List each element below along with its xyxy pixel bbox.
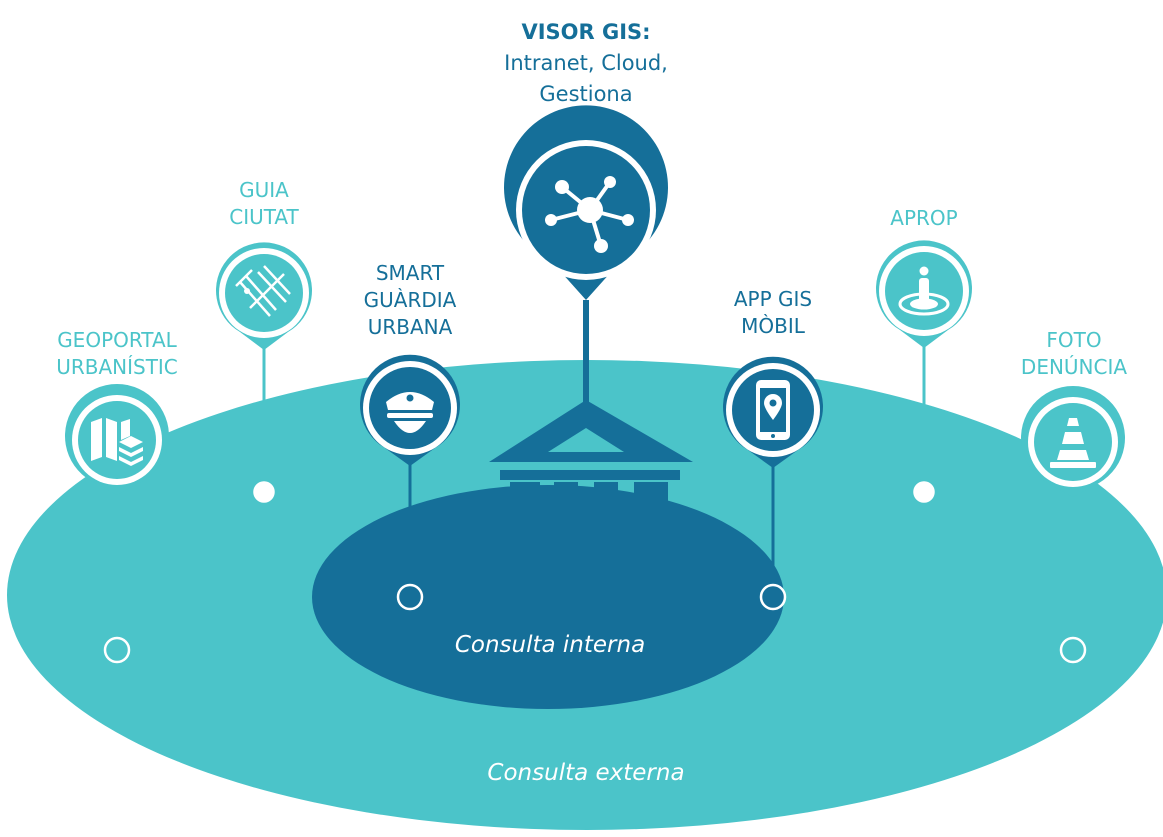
geoportal-label-line-1: GEOPORTAL [57,328,177,352]
guia-label: GUIA CIUTAT [200,177,328,231]
pin-guia[interactable] [216,242,312,506]
center-label-line-1: VISOR GIS: [521,20,651,44]
foto-label-line-1: FOTO [1046,328,1102,352]
map-layers-icon [91,418,143,466]
appgis-label-line-1: APP GIS [733,287,813,311]
center-pin[interactable] [504,105,668,301]
outer-zone-label: Consulta externa [487,760,685,786]
person-location-icon [898,266,950,316]
guia-label-line-1: GUIA [239,178,289,202]
pin-smart[interactable] [360,354,460,611]
pin-foto[interactable] [1021,385,1125,664]
geoportal-label: GEOPORTAL URBANÍSTIC [20,327,214,381]
center-label: VISOR GIS: Intranet, Cloud, Gestiona [486,17,686,110]
appgis-label: APP GIS MÒBIL [708,286,838,340]
center-label-line-3: Gestiona [539,82,633,106]
smart-label-line-2: GUÀRDIA [363,288,457,312]
network-hub-icon [545,176,634,253]
foto-label-line-2: DENÚNCIA [1020,355,1128,379]
pin-aprop[interactable] [875,240,972,506]
smart-label-line-3: URBANA [367,315,453,339]
street-map-icon [235,265,291,317]
traffic-cone-icon [1050,418,1096,468]
smartphone-location-icon [756,380,790,440]
inner-zone-label: Consulta interna [454,632,646,658]
aprop-label-line-1: APROP [890,206,958,230]
foto-label: FOTO DENÚNCIA [1000,327,1148,381]
government-building-icon [468,400,708,594]
aprop-label: APROP [864,205,984,232]
smart-label-line-1: SMART [375,261,445,285]
pin-geoportal[interactable] [64,383,169,664]
geoportal-label-line-2: URBANÍSTIC [56,355,178,379]
police-cap-icon [386,392,434,433]
inner-zone-ellipse [312,485,784,709]
appgis-label-line-2: MÒBIL [741,314,805,338]
smart-label: SMART GUÀRDIA URBANA [345,260,475,341]
pin-appgis[interactable] [722,356,823,611]
center-label-line-2: Intranet, Cloud, [504,51,668,75]
guia-label-line-2: CIUTAT [229,205,299,229]
